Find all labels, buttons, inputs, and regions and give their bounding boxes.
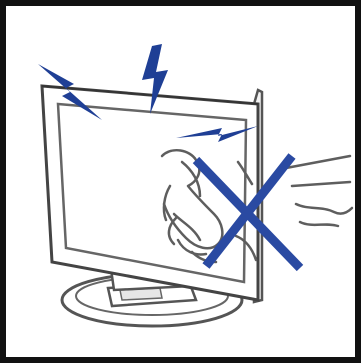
warning-illustration bbox=[0, 0, 361, 363]
illustration-canvas bbox=[0, 0, 361, 363]
